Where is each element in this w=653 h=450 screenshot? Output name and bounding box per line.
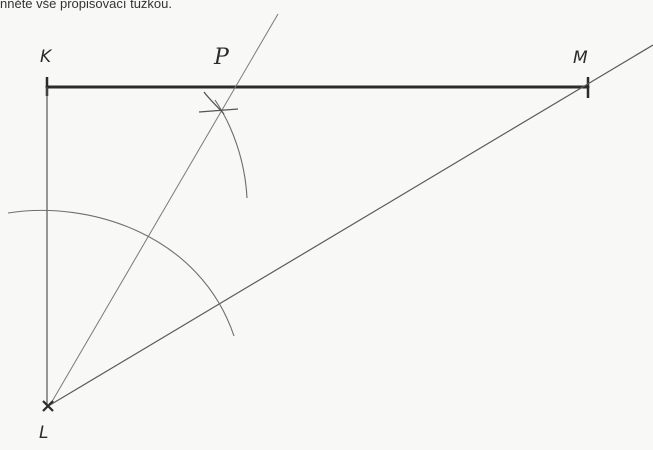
arc-small bbox=[214, 99, 248, 199]
arc-large bbox=[7, 209, 235, 337]
ray-lm bbox=[49, 44, 653, 406]
label-p: P bbox=[213, 45, 230, 70]
label-l: L bbox=[39, 423, 48, 443]
label-m: M bbox=[573, 48, 588, 68]
ray-lp bbox=[49, 13, 279, 406]
point-l-mark-2 bbox=[42, 400, 54, 412]
label-k: K bbox=[40, 47, 53, 67]
cross-mark-p-2 bbox=[203, 91, 225, 115]
instruction-text: nněte vše propisovací tužkou. bbox=[0, 0, 172, 11]
cross-mark-p-1 bbox=[198, 108, 239, 113]
